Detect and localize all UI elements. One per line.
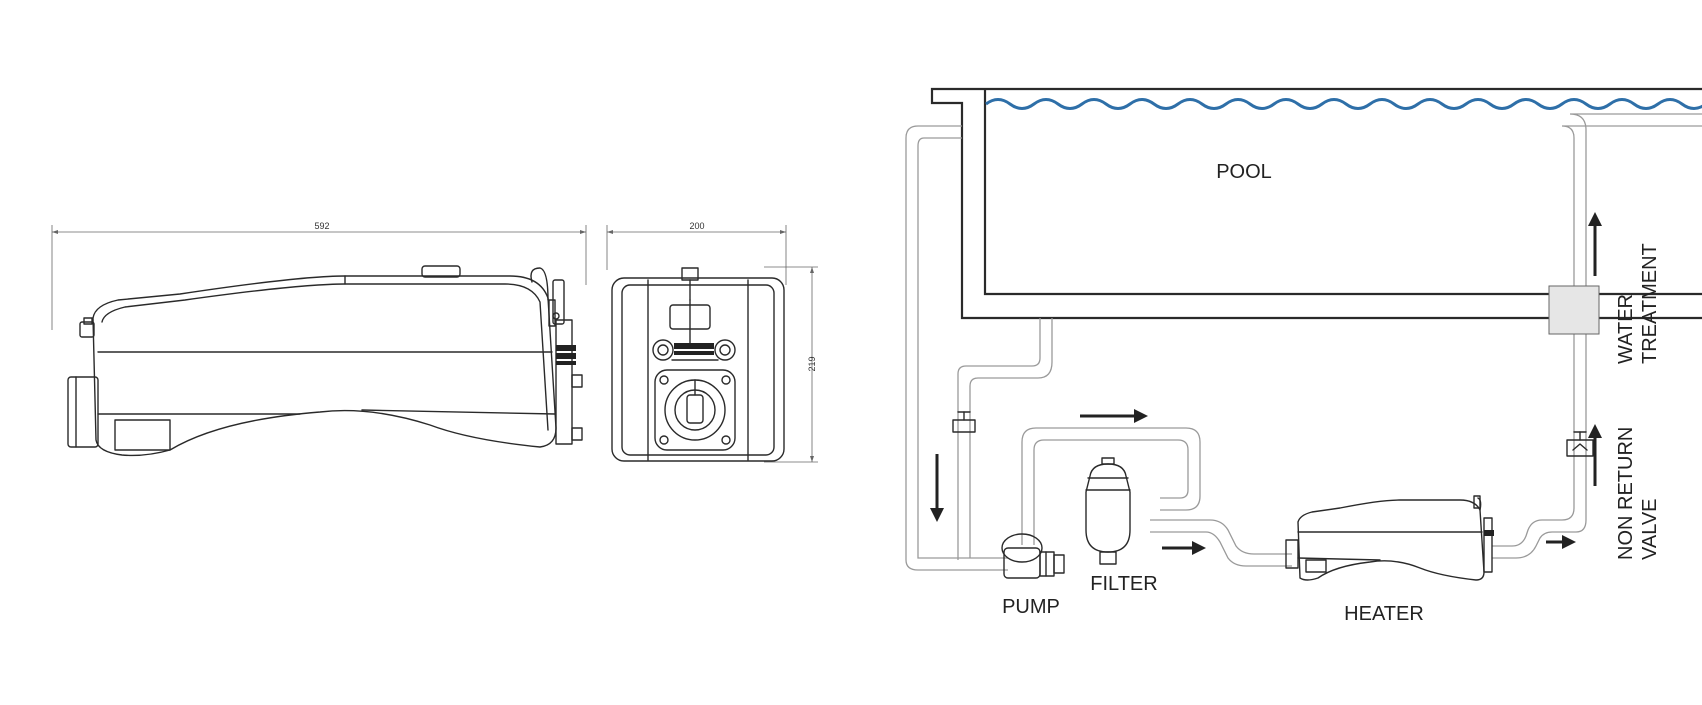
- dimension-height: 219: [764, 266, 818, 463]
- arrow-right-icon: [1080, 409, 1148, 423]
- dimension-width-label: 200: [689, 221, 704, 231]
- arrow-up-icon: [1588, 424, 1602, 486]
- arrow-right-icon: [1546, 535, 1576, 549]
- non-return-valve-label-line1: NON RETURN: [1615, 427, 1637, 560]
- filter-label: FILTER: [1090, 573, 1157, 595]
- dimension-width: 200: [606, 221, 787, 285]
- pump-icon: [1001, 533, 1065, 579]
- heater-icon: [1285, 495, 1494, 581]
- dimension-height-label: 219: [807, 356, 817, 371]
- drain-valve: [952, 411, 976, 433]
- filter-icon: [1085, 457, 1131, 565]
- water-treatment-label-line2: TREATMENT: [1639, 243, 1661, 364]
- dimension-length-label: 592: [314, 221, 329, 231]
- pool-water-surface: [985, 98, 1702, 110]
- water-treatment-box: [1548, 285, 1600, 335]
- arrow-right-icon: [1162, 541, 1206, 555]
- water-treatment-label-line1: WATER: [1615, 294, 1637, 364]
- arrow-down-icon: [930, 454, 944, 522]
- heater-label: HEATER: [1344, 603, 1424, 625]
- heater-side-view: 592: [51, 221, 587, 457]
- water-treatment-label: WATER TREATMENT: [1615, 243, 1661, 364]
- pipework: [905, 113, 1702, 571]
- non-return-valve-label: NON RETURN VALVE: [1615, 427, 1661, 560]
- non-return-valve-icon: [1566, 431, 1594, 457]
- pump-label: PUMP: [1002, 596, 1060, 618]
- heater-end-view: 200 219: [606, 221, 818, 463]
- non-return-valve-label-line2: VALVE: [1639, 498, 1661, 560]
- pool-label: POOL: [1216, 161, 1272, 183]
- flow-arrows: [930, 212, 1602, 555]
- dimension-length: 592: [51, 221, 587, 330]
- arrow-up-icon: [1588, 212, 1602, 276]
- pool: POOL: [930, 87, 1702, 320]
